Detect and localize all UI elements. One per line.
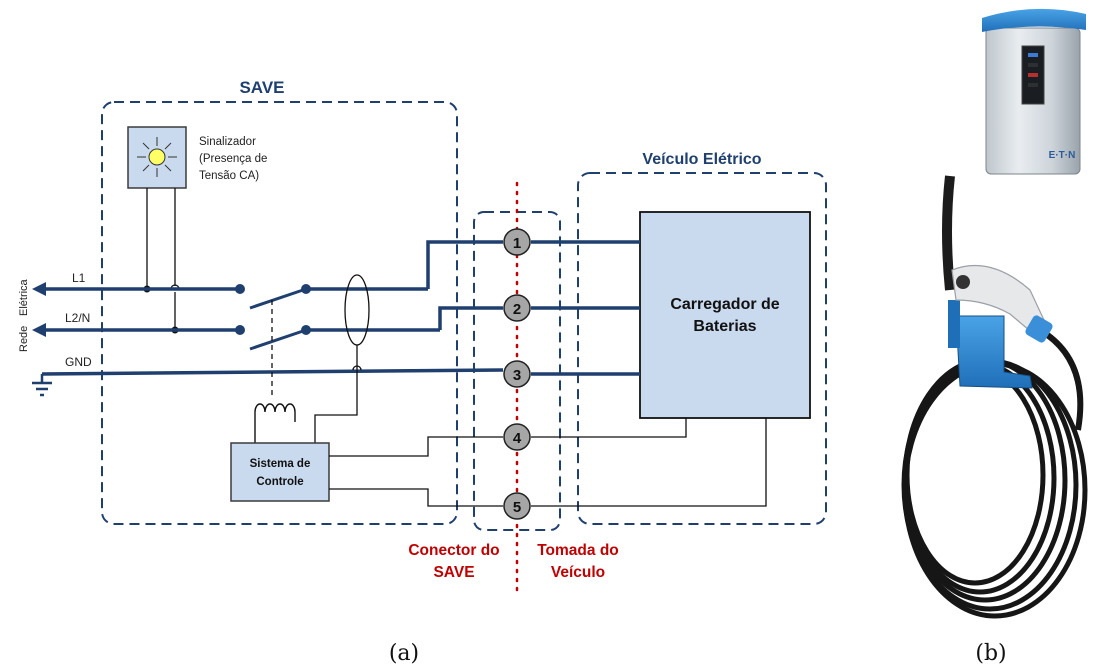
control-system-box — [230, 442, 330, 502]
vehicle-title: Veículo Elétrico — [642, 151, 761, 168]
svg-text:1: 1 — [513, 235, 521, 252]
grid-label-line2: Elétrica — [18, 278, 30, 316]
status-led — [1028, 53, 1038, 57]
pin-5: 5 — [503, 492, 531, 520]
indicator-label-line1: Sinalizador — [199, 136, 256, 148]
switch-contact — [235, 284, 245, 294]
proximity-wire-5 — [329, 488, 503, 507]
vehicle-socket-label-line2: Veículo — [551, 564, 605, 581]
status-led — [1028, 83, 1038, 87]
vehicle-socket-label-line1: Tomada do — [537, 542, 619, 559]
ground-icon — [32, 374, 52, 397]
save-connector-label-line2: SAVE — [433, 564, 474, 581]
charger-photo-b: E·T·N (b) — [901, 8, 1088, 666]
svg-text:2: 2 — [513, 301, 521, 318]
connector-holster — [955, 315, 1033, 389]
pin-4: 4 — [503, 423, 531, 451]
lamp-icon — [137, 137, 177, 177]
arrow-left-icon — [32, 282, 46, 296]
current-sensor-icon — [344, 274, 370, 346]
svg-text:3: 3 — [513, 367, 521, 384]
pin4-to-charger — [531, 418, 687, 438]
save-connector-label-line1: Conector do — [408, 542, 499, 559]
indicator-label-line2: (Presença de — [199, 153, 267, 165]
switch-contact — [235, 325, 245, 335]
pin-2: 2 — [503, 294, 531, 322]
pin-1: 1 — [503, 228, 531, 256]
vehicle-enclosure — [577, 172, 827, 525]
relay-coil-icon — [254, 403, 296, 443]
l2n-label: L2/N — [65, 311, 90, 325]
charging-cable — [942, 175, 955, 291]
svg-text:4: 4 — [513, 430, 522, 447]
brand-logo: E·T·N — [1049, 150, 1076, 161]
charger-label-line1: Carregador de — [670, 296, 779, 313]
plug-collar — [1025, 315, 1053, 343]
charger-label-line2: Baterias — [693, 318, 756, 335]
l2n-line: L2/N — [32, 306, 503, 351]
switch-blade-l1 — [249, 287, 307, 310]
control-system-label-line1: Sistema de — [250, 458, 311, 470]
svg-text:5: 5 — [513, 499, 521, 516]
pin5-to-charger — [531, 418, 767, 507]
pin-3: 3 — [503, 360, 531, 388]
housing-top-cap — [982, 8, 1086, 32]
save-enclosure — [101, 101, 458, 525]
charger-box — [639, 211, 811, 419]
control-system-label-line2: Controle — [256, 476, 303, 488]
status-led — [1028, 63, 1038, 67]
cable-coil — [901, 357, 1088, 619]
grid-label-line1: Rede — [18, 326, 30, 352]
switch-blade-l2 — [249, 328, 307, 351]
l1-label: L1 — [72, 271, 86, 285]
caption-b: (b) — [975, 641, 1006, 666]
caption-a: (a) — [389, 641, 419, 666]
status-led — [1028, 73, 1038, 77]
gnd-label: GND — [65, 355, 92, 369]
sensor-lead — [314, 345, 358, 443]
save-title: SAVE — [239, 78, 284, 97]
schematic-a: SAVE Veículo Elétrico Sinalizador (Prese… — [18, 78, 827, 666]
indicator-label-line3: Tensão CA) — [199, 170, 259, 182]
pilot-wire-4 — [329, 436, 503, 457]
arrow-left-icon — [32, 323, 46, 337]
